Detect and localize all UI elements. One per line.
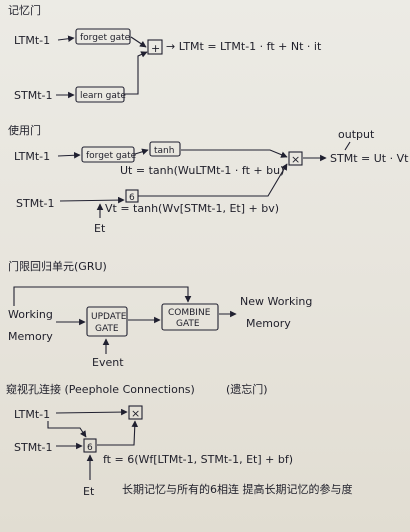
use-stm-input: STMt-1	[16, 197, 54, 210]
use-forget-to-tanh	[134, 148, 149, 155]
section-peephole-title: 窥视孔连接 (Peephole Connections)	[6, 382, 195, 396]
use-stm-arrow	[59, 196, 125, 204]
remember-ltm-arrow	[57, 35, 75, 43]
gru-working-memory-bypass	[13, 286, 192, 306]
remember-learn-to-plus	[125, 51, 148, 95]
peephole-ft-equation: ft = 6(Wf[LTMt-1, STMt-1, Et] + bf)	[103, 453, 293, 466]
remember-ltm-input: LTMt-1	[14, 34, 50, 47]
peephole-sigma-to-mult	[97, 420, 139, 446]
gru-update-gate-line1: UPDATE	[91, 312, 127, 322]
peephole-et-label: Et	[83, 485, 95, 498]
use-output-pointer	[344, 141, 351, 151]
gru-working-memory-line1: Working	[8, 308, 53, 321]
use-ltm-input: LTMt-1	[14, 150, 50, 163]
use-mult-box	[288, 151, 303, 166]
peephole-stm-input: STMt-1	[14, 441, 52, 454]
use-vt-equation: Vt = tanh(Wv[STMt-1, Et] + bv)	[105, 202, 279, 215]
remember-forget-to-plus	[130, 36, 147, 48]
remember-stm-input: STMt-1	[14, 89, 52, 102]
use-forget-gate-label: forget gate	[86, 151, 137, 161]
use-output-label: output	[338, 128, 375, 141]
section-use-title: 使用门	[8, 123, 41, 137]
section-remember-title: 记忆门	[8, 3, 41, 17]
peephole-note: (遗忘门)	[226, 382, 268, 396]
peephole-mult-symbol: ×	[131, 407, 140, 420]
gru-update-gate-box	[86, 306, 128, 337]
peephole-ltm-input: LTMt-1	[14, 408, 50, 421]
peephole-mult-box	[128, 405, 143, 420]
gru-working-memory-line2: Memory	[8, 330, 53, 343]
gru-event-label: Event	[92, 356, 124, 369]
use-ut-equation: Ut = tanh(WuLTMt-1 · ft + bu)	[120, 164, 284, 177]
gru-new-working-memory-line2: Memory	[246, 317, 291, 330]
use-sigma-to-mult	[138, 163, 288, 197]
section-gru-title: 门限回归单元(GRU)	[8, 259, 107, 273]
peephole-ltm-to-sigma	[47, 421, 87, 438]
remember-forget-gate-label: forget gate	[80, 33, 131, 43]
gru-combine-gate-box	[161, 303, 219, 331]
remember-equation: → LTMt = LTMt-1 · ft + Nt · it	[166, 40, 322, 53]
use-sigma-label: 6	[129, 193, 135, 203]
peephole-ltm-to-mult	[55, 408, 128, 416]
peephole-footnote: 长期记忆与所有的6相连 提高长期记忆的参与度	[122, 482, 353, 496]
remember-learn-gate-label: learn gate	[80, 91, 126, 101]
remember-plus-symbol: +	[151, 42, 160, 55]
remember-learn-gate-box	[75, 86, 125, 103]
use-et-label: Et	[94, 222, 106, 235]
use-output-equation: STMt = Ut · Vt	[330, 152, 409, 165]
use-tanh-box	[149, 141, 181, 157]
peephole-sigma-box	[83, 438, 97, 453]
gru-update-gate-line2: GATE	[95, 324, 119, 334]
remember-plus-box	[147, 39, 163, 55]
peephole-sigma-label: 6	[87, 443, 93, 453]
use-mult-symbol: ×	[291, 153, 300, 166]
gru-combine-gate-line1: COMBINE	[168, 308, 211, 318]
use-forget-gate-box	[81, 146, 135, 163]
use-tanh-to-mult	[181, 149, 288, 158]
use-tanh-label: tanh	[154, 146, 174, 156]
gru-new-working-memory-line1: New Working	[240, 295, 312, 308]
remember-forget-gate-box	[75, 28, 131, 45]
use-ltm-arrow	[57, 151, 81, 159]
gru-combine-gate-line2: GATE	[176, 319, 200, 329]
